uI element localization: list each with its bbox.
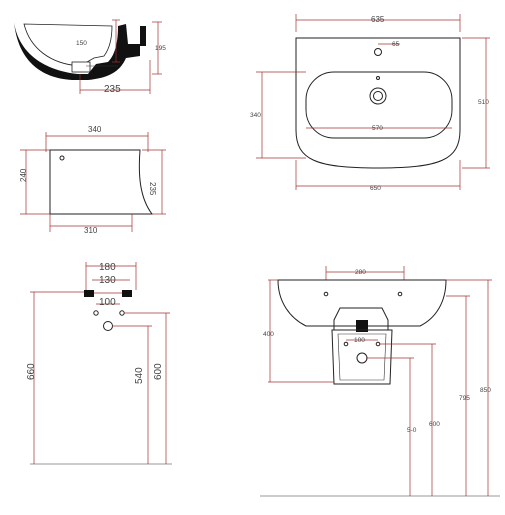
- dim-280: 280: [355, 269, 366, 276]
- dim-660: 660: [26, 363, 37, 380]
- dim-240: 240: [19, 168, 28, 182]
- basin-section-body: [14, 22, 140, 80]
- drain-outer: [369, 87, 387, 105]
- dim-150: 150: [76, 40, 87, 47]
- bracket-right: [122, 290, 132, 297]
- dim-235: 235: [148, 182, 157, 196]
- bracket-left: [84, 290, 94, 297]
- dim-180: 180: [99, 262, 116, 273]
- basin-top-view: 635 65 510 340 570 650: [250, 14, 490, 192]
- dim-850: 850: [480, 387, 491, 394]
- dim-65: 65: [392, 41, 400, 48]
- dim-100-bracket: 100: [99, 297, 116, 308]
- pedestal-front-inner: [337, 333, 387, 381]
- front-fix-right: [375, 341, 381, 347]
- bracket-view: 180 130 100 660 540 600: [26, 262, 172, 465]
- waste-fitting: [71, 61, 91, 73]
- dim-600-front: 600: [429, 421, 440, 428]
- basin-front-view: 280 100 400 5-0 600 795 850: [260, 266, 500, 497]
- dim-570: 570: [372, 125, 383, 132]
- drain-inner: [373, 91, 383, 101]
- dim-100-front: 100: [354, 337, 365, 344]
- basin-section-inner: [23, 23, 113, 67]
- front-waste-hole: [356, 352, 368, 364]
- pedestal-trap: [356, 320, 368, 332]
- pedestal-hole: [59, 155, 65, 161]
- wall-plate: [140, 26, 146, 46]
- dim-310: 310: [84, 226, 98, 235]
- fix-hole-right: [119, 310, 125, 316]
- dim-235-length: 235: [104, 84, 121, 95]
- dim-195: 195: [155, 45, 166, 52]
- front-tap-right: [397, 291, 403, 297]
- dim-650: 650: [370, 185, 381, 192]
- pedestal-side-view: 340 240 235 310: [19, 125, 166, 235]
- dim-540: 540: [134, 367, 145, 384]
- dim-795: 795: [459, 395, 470, 402]
- dim-510: 510: [478, 99, 489, 106]
- pedestal-outline: [49, 149, 153, 215]
- dim-540-front: 5-0: [407, 427, 417, 434]
- dim-130: 130: [99, 275, 116, 286]
- basin-front-outline: [277, 279, 447, 327]
- fix-hole-left: [93, 310, 99, 316]
- tap-hole: [374, 48, 382, 56]
- front-tap-left: [323, 291, 329, 297]
- bowl-outline: [305, 71, 453, 139]
- dim-600: 600: [153, 363, 164, 380]
- pedestal-front-body: [331, 329, 393, 385]
- dim-340: 340: [250, 112, 261, 119]
- waste-hole: [103, 321, 113, 331]
- dim-340-pedestal: 340: [88, 125, 102, 134]
- section-view: 150 195 235: [14, 19, 166, 95]
- overflow-hole: [376, 76, 380, 80]
- basin-outline: [295, 37, 461, 169]
- front-fix-left: [343, 341, 349, 347]
- dim-635: 635: [371, 15, 385, 24]
- dim-400: 400: [263, 331, 274, 338]
